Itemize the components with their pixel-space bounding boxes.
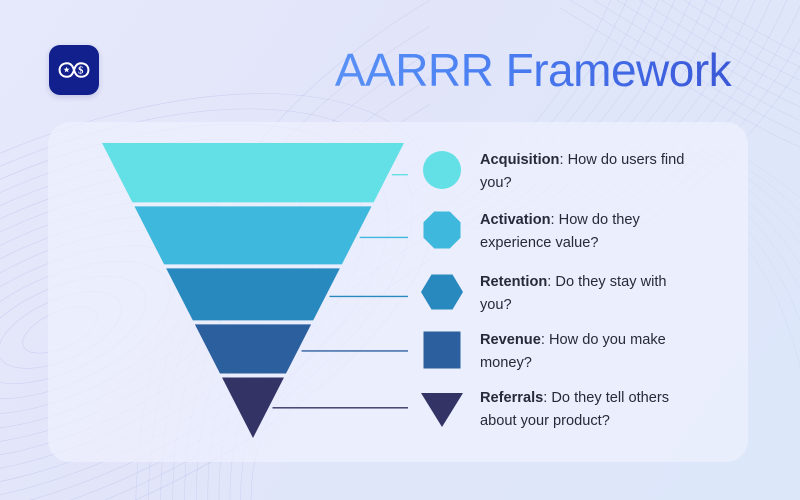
legend-marker-square-icon (423, 331, 461, 369)
infinity-icon: $ (58, 62, 90, 78)
legend-item-label: Acquisition (480, 152, 560, 168)
legend-item-description: Do they tell others about your product? (480, 390, 670, 429)
legend-item-retention: Retention: Do they stay with you? (420, 270, 720, 316)
legend-item-description: How do users find you? (480, 152, 685, 191)
legend-item-separator: : (550, 212, 559, 228)
funnel-segment-revenue (194, 324, 312, 374)
legend-item-text: Revenue: How do you make money? (480, 328, 698, 374)
legend-item-referrals: Referrals: Do they tell others about you… (420, 386, 720, 432)
legend-marker-octagon-icon (423, 211, 461, 249)
legend-item-text: Referrals: Do they tell others about you… (480, 386, 698, 432)
legend-item-acquisition: Acquisition: How do users find you? (420, 148, 720, 194)
legend-item-separator: : (543, 390, 552, 406)
legend-item-label: Retention (480, 274, 548, 290)
legend-item-activation: Activation: How do they experience value… (420, 208, 720, 254)
legend-item-description: Do they stay with you? (480, 274, 667, 313)
legend-item-label: Referrals (480, 390, 544, 406)
legend-marker-triangle-down-icon (421, 393, 463, 427)
legend-marker-circle-icon (423, 151, 461, 189)
legend-item-description: How do you make money? (480, 332, 666, 371)
star-icon (63, 66, 70, 73)
page-title: AARRR Framework (318, 42, 748, 98)
legend-item-label: Activation (480, 212, 551, 228)
legend-item-revenue: Revenue: How do you make money? (420, 328, 720, 374)
legend-item-separator: : (559, 152, 568, 168)
funnel-segment-retention (166, 268, 340, 321)
legend-item-separator: : (540, 332, 549, 348)
funnel-segment-referrals (222, 377, 284, 438)
legend-list: Acquisition: How do users find you? Activ… (420, 140, 720, 440)
legend-item-text: Acquisition: How do users find you? (480, 148, 698, 194)
funnel-segment-activation (134, 206, 372, 265)
legend-item-text: Activation: How do they experience value… (480, 208, 698, 254)
legend-item-separator: : (547, 274, 556, 290)
funnel-diagram (102, 143, 408, 438)
svg-text:$: $ (78, 66, 83, 77)
legend-item-label: Revenue (480, 332, 541, 348)
dollar-icon: $ (78, 66, 83, 77)
legend-item-text: Retention: Do they stay with you? (480, 270, 698, 316)
funnel-segment-acquisition (102, 143, 404, 203)
legend-item-description: How do they experience value? (480, 212, 640, 251)
legend-marker-hexagon-icon (421, 274, 463, 310)
brand-logo: $ (49, 45, 99, 95)
